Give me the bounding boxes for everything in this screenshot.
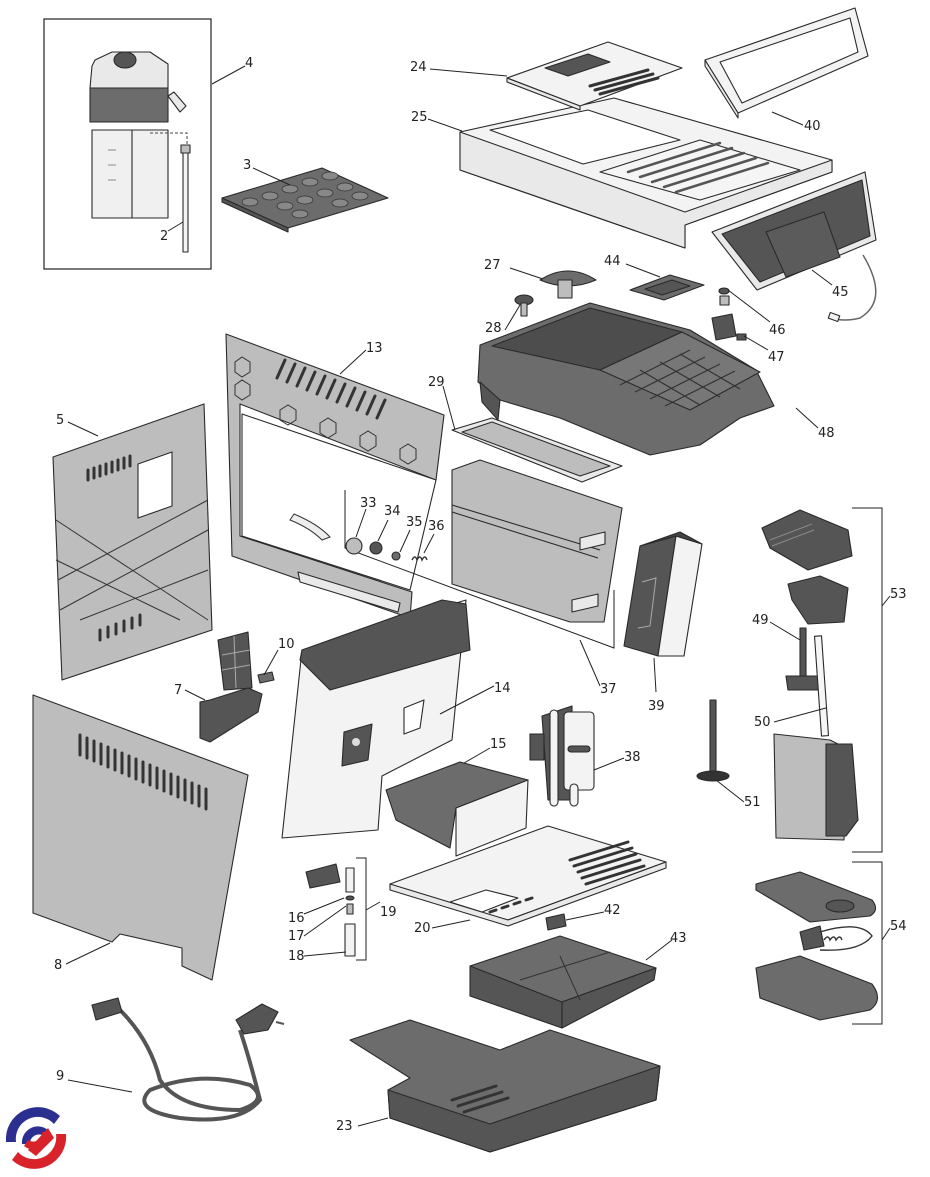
part-label-49: 49 xyxy=(752,613,769,628)
part-15: 15 xyxy=(385,737,529,857)
part-33: 33 xyxy=(345,496,377,555)
part-label-42: 42 xyxy=(604,903,621,918)
part-label-36: 36 xyxy=(428,519,445,534)
part-label-20: 20 xyxy=(414,921,431,936)
logo-red-wedge xyxy=(28,1128,54,1156)
part-label-40: 40 xyxy=(804,119,821,134)
part-14: 14 xyxy=(281,599,511,839)
part-50-tube xyxy=(813,635,830,737)
part-10: 10 xyxy=(217,631,295,691)
part-label-13: 13 xyxy=(366,341,383,356)
part-label-23: 23 xyxy=(336,1119,353,1134)
part-label-17: 17 xyxy=(288,929,305,944)
part-48: 48 xyxy=(477,302,835,456)
logo-blue-arc-outer xyxy=(5,1107,60,1142)
part-label-4: 4 xyxy=(245,56,253,71)
hose xyxy=(289,513,331,541)
part-label-9: 9 xyxy=(56,1069,64,1084)
part-35: 35 xyxy=(391,515,423,561)
milk-container-group: 2 4 xyxy=(43,18,253,270)
part-label-50: 50 xyxy=(754,715,771,730)
part-47: 47 xyxy=(711,313,785,365)
part-label-46: 46 xyxy=(769,323,786,338)
part-label-5: 5 xyxy=(56,413,64,428)
part-23: 23 xyxy=(336,1019,661,1153)
part-8: 8 xyxy=(32,694,249,981)
part-53: 53 49 50 xyxy=(752,507,907,853)
part-label-24: 24 xyxy=(410,60,427,75)
part-9: 9 xyxy=(56,997,285,1122)
milk-jug-lid-band xyxy=(89,87,169,123)
part-36: 36 xyxy=(411,519,445,562)
part-label-53: 53 xyxy=(890,587,907,602)
part-18 xyxy=(344,923,356,957)
milk-jug-lid xyxy=(89,51,169,89)
part-label-51: 51 xyxy=(744,795,761,810)
milk-jug-spout xyxy=(167,91,187,113)
part-label-39: 39 xyxy=(648,699,665,714)
part-39: 39 xyxy=(623,531,703,714)
part-label-15: 15 xyxy=(490,737,507,752)
part-label-33: 33 xyxy=(360,496,377,511)
part-27: 27 xyxy=(484,258,597,299)
part-42: 42 xyxy=(545,903,621,931)
part-label-29: 29 xyxy=(428,375,445,390)
part-16 xyxy=(345,895,355,901)
milk-jug-knob xyxy=(113,51,137,69)
part-44: 44 xyxy=(604,254,705,301)
part-label-48: 48 xyxy=(818,426,835,441)
part-label-38: 38 xyxy=(624,750,641,765)
logo-blue-arc-inner xyxy=(21,1126,49,1144)
part-label-3: 3 xyxy=(243,158,251,173)
part-25: 25 xyxy=(411,97,833,249)
part-label-35: 35 xyxy=(406,515,423,530)
part-24: 24 xyxy=(410,41,683,111)
part-46: 46 xyxy=(718,287,786,338)
part-34: 34 xyxy=(369,504,401,555)
part-45: 45 xyxy=(711,171,877,323)
part-label-54: 54 xyxy=(890,919,907,934)
part-17 xyxy=(346,903,354,915)
part-7: 7 xyxy=(174,683,263,743)
part-43: 43 xyxy=(469,931,687,1029)
part-label-44: 44 xyxy=(604,254,621,269)
milk-jug-body xyxy=(91,129,169,219)
part-2-tube xyxy=(182,151,189,253)
part-29: 29 xyxy=(428,375,623,483)
part-13: 13 xyxy=(225,333,445,619)
part-label-2: 2 xyxy=(160,229,168,244)
part-label-7: 7 xyxy=(174,683,182,698)
part-label-45: 45 xyxy=(832,285,849,300)
part-49-shaft xyxy=(799,627,807,677)
part-label-34: 34 xyxy=(384,504,401,519)
part-38: 38 xyxy=(529,705,641,807)
part-54: 54 xyxy=(755,861,907,1025)
part-28: 28 xyxy=(485,294,534,336)
part-label-8: 8 xyxy=(54,958,62,973)
part-label-18: 18 xyxy=(288,949,305,964)
milk-container-frame xyxy=(43,18,212,270)
part-3: 3 xyxy=(221,158,389,233)
part-label-10: 10 xyxy=(278,637,295,652)
part-label-27: 27 xyxy=(484,258,501,273)
part-40: 40 xyxy=(704,7,869,134)
part-label-43: 43 xyxy=(670,931,687,946)
part-label-37: 37 xyxy=(600,682,617,697)
manufacturer-logo xyxy=(5,1107,67,1169)
part-51: 51 xyxy=(696,699,761,810)
part-label-28: 28 xyxy=(485,321,502,336)
part-label-16: 16 xyxy=(288,911,305,926)
part-5: 5 xyxy=(52,403,213,681)
part-label-14: 14 xyxy=(494,681,511,696)
logo-red-arc-outer xyxy=(12,1134,67,1169)
part-37: 37 xyxy=(344,459,623,697)
part-label-47: 47 xyxy=(768,350,785,365)
part-19: 19 16 17 18 xyxy=(288,857,397,964)
part-20: 20 xyxy=(389,825,667,936)
part-label-19: 19 xyxy=(380,905,397,920)
part-label-25: 25 xyxy=(411,110,428,125)
